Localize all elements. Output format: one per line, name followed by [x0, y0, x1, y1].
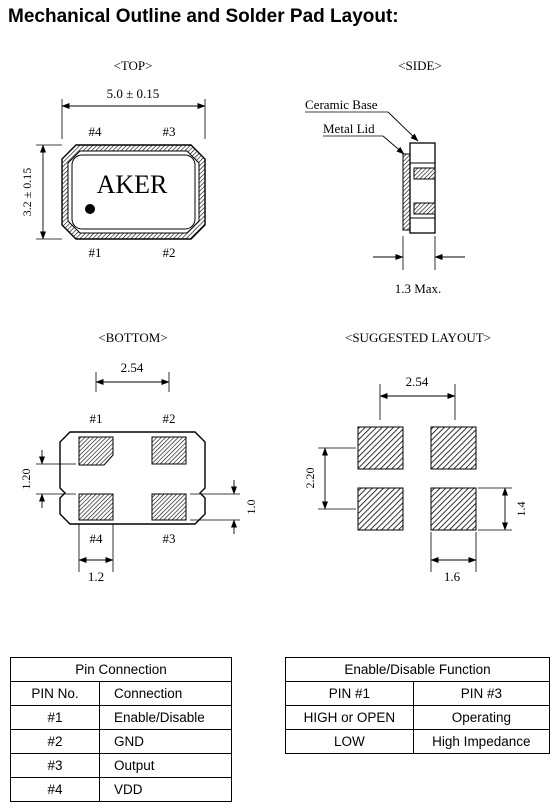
page-title: Mechanical Outline and Solder Pad Layout… — [8, 6, 399, 27]
top-pin-1-label: #1 — [89, 245, 102, 260]
table-row: #4 VDD — [10, 777, 232, 802]
pin-1-dot-icon — [85, 204, 95, 214]
function-table-title: Enable/Disable Function — [285, 657, 550, 682]
bottom-pad-1 — [78, 436, 114, 466]
mechanical-drawing: <TOP> 5.0 ± 0.15 3.2 ± 0.15 AKER #4 #3 #… — [19, 58, 528, 584]
layout-pad-1 — [357, 426, 404, 470]
top-view-label: <TOP> — [114, 58, 153, 73]
ceramic-base-side — [409, 142, 436, 234]
function-table-header-pin1: PIN #1 — [285, 681, 414, 706]
layout-vertical-pitch-dimension: 2.20 — [303, 468, 317, 489]
enable-disable-function-table: Enable/Disable Function PIN #1 PIN #3 HI… — [285, 657, 551, 754]
metal-lid-leader — [382, 135, 405, 155]
pin-table-header-pin: PIN No. — [10, 681, 100, 706]
pin-number: #3 — [10, 753, 100, 778]
pin-number: #1 — [10, 705, 100, 730]
table-row: LOW High Impedance — [285, 729, 551, 754]
layout-pad-width-dimension: 1.6 — [444, 569, 461, 584]
side-view-label: <SIDE> — [398, 58, 442, 73]
layout-pitch-dimension: 2.54 — [406, 374, 429, 389]
pad-spacing-dimension: 1.20 — [19, 469, 33, 490]
bottom-pin-2-label: #2 — [163, 411, 176, 426]
top-pin-3-label: #3 — [163, 124, 176, 139]
bottom-pitch-dimension: 2.54 — [121, 360, 144, 375]
metal-lid — [71, 154, 196, 230]
pin1-state: HIGH or OPEN — [285, 705, 414, 730]
bottom-view: <BOTTOM> 2.54 #1 #2 1.20 1.0 #4 #3 1.2 — [19, 330, 258, 584]
pin-number: #2 — [10, 729, 100, 754]
function-table-header-pin3: PIN #3 — [412, 681, 551, 706]
metal-lid-side — [402, 153, 411, 231]
top-view: <TOP> 5.0 ± 0.15 3.2 ± 0.15 AKER #4 #3 #… — [20, 58, 206, 260]
bottom-pin-4-label: #4 — [90, 531, 104, 546]
metal-lid-label: Metal Lid — [323, 121, 375, 136]
layout-pad-height-dimension: 1.4 — [514, 502, 528, 517]
bottom-pin-3-label: #3 — [163, 531, 176, 546]
layout-pad-3 — [430, 487, 477, 531]
pin-number: #4 — [10, 777, 100, 802]
table-row: #3 Output — [10, 753, 232, 778]
top-pin-4-label: #4 — [89, 124, 103, 139]
suggested-layout-view: <SUGGESTED LAYOUT> 2.54 2.20 1.4 1.6 — [303, 330, 528, 584]
pin-connection: GND — [99, 729, 232, 754]
top-height-dimension: 3.2 ± 0.15 — [20, 168, 34, 217]
table-row: #1 Enable/Disable — [10, 705, 232, 730]
table-row: #2 GND — [10, 729, 232, 754]
table-row: HIGH or OPEN Operating — [285, 705, 551, 730]
pad-width-dimension: 1.2 — [88, 569, 104, 584]
pin-connection: Output — [99, 753, 232, 778]
ceramic-base-leader — [387, 111, 419, 142]
pin-table-header-connection: Connection — [99, 681, 232, 706]
side-view: <SIDE> Ceramic Base Metal Lid 1.3 Max. — [305, 58, 465, 296]
pin3-state: High Impedance — [412, 729, 551, 754]
side-height-dimension: 1.3 Max. — [395, 281, 442, 296]
part-marking: AKER — [97, 170, 168, 199]
bottom-view-label: <BOTTOM> — [98, 330, 167, 345]
top-width-dimension: 5.0 ± 0.15 — [107, 86, 160, 101]
pin1-state: LOW — [285, 729, 414, 754]
bottom-pin-1-label: #1 — [90, 411, 103, 426]
pin-connection: VDD — [99, 777, 232, 802]
bottom-pad-2 — [151, 436, 187, 465]
pin-connection: Enable/Disable — [99, 705, 232, 730]
layout-view-label: <SUGGESTED LAYOUT> — [345, 330, 491, 345]
ceramic-base-label: Ceramic Base — [305, 97, 378, 112]
layout-pad-2 — [430, 426, 477, 470]
layout-pad-4 — [357, 487, 404, 531]
bottom-pad-4 — [78, 493, 114, 521]
top-pin-2-label: #2 — [163, 245, 176, 260]
pin-connection-table: Pin Connection PIN No. Connection #1 Ena… — [10, 657, 232, 802]
pin-table-title: Pin Connection — [10, 657, 232, 682]
pad-height-dimension: 1.0 — [244, 500, 258, 515]
bottom-pad-3 — [151, 493, 187, 521]
pin3-state: Operating — [412, 705, 551, 730]
